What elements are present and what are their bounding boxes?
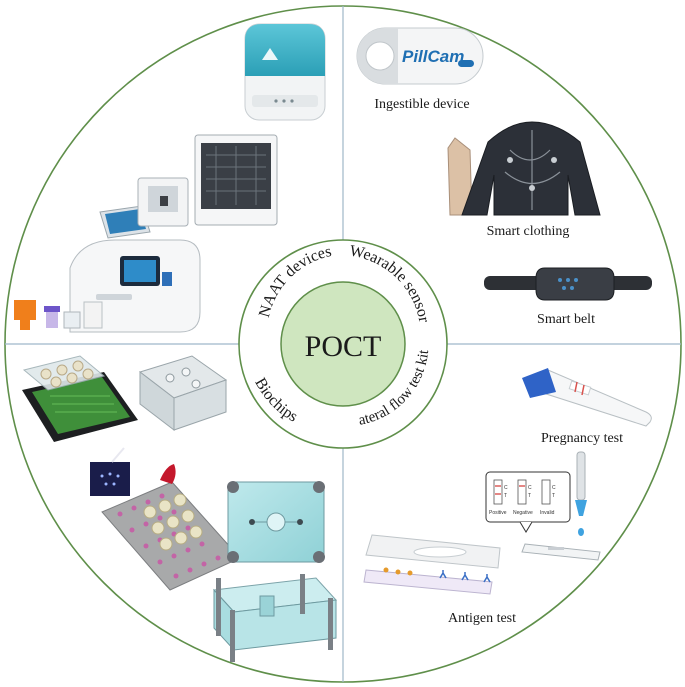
mark-negative: Negative xyxy=(513,510,533,516)
pillcam-brand: PillCam xyxy=(402,47,464,66)
smart-belt xyxy=(484,267,652,301)
mark-c-2: C xyxy=(528,485,532,491)
biochip-fluorescence-inset xyxy=(90,447,130,496)
antigen-result-card: C T C T C T Positive Negative Invalid xyxy=(485,471,571,533)
example-belt: Smart belt xyxy=(537,312,595,327)
smart-clothing-shirt xyxy=(447,121,601,216)
biochip-microarray-plate xyxy=(101,464,241,591)
center-label: POCT xyxy=(305,330,382,363)
mark-positive: Positive xyxy=(489,510,507,516)
naat-device-benchtop xyxy=(137,177,189,227)
example-clothing: Smart clothing xyxy=(487,224,570,239)
mark-t-3: T xyxy=(552,493,555,499)
center-circle xyxy=(280,281,406,407)
naat-device-cabinet xyxy=(194,134,278,226)
naat-cartridges xyxy=(14,300,103,330)
mark-t-2: T xyxy=(528,493,531,499)
biochip-clear-block xyxy=(138,355,228,432)
mark-c-3: C xyxy=(552,485,556,491)
antigen-dropper xyxy=(575,451,587,536)
mark-invalid: Invalid xyxy=(540,510,555,516)
microfluidic-chip-3d xyxy=(212,574,338,662)
biochip-green-array xyxy=(22,355,138,442)
example-antigen: Antigen test xyxy=(448,611,516,626)
antigen-strip-diagram xyxy=(363,534,501,595)
mark-c-1: C xyxy=(504,485,508,491)
pillcam-capsule: PillCam xyxy=(356,27,484,85)
naat-device-portable xyxy=(244,23,326,121)
example-pregnancy: Pregnancy test xyxy=(541,431,623,446)
example-ingestible: Ingestible device xyxy=(374,97,469,112)
antigen-cassette xyxy=(521,543,601,561)
pregnancy-test-stick xyxy=(522,368,652,427)
microfluidic-chip-top xyxy=(227,481,325,563)
mark-t-1: T xyxy=(504,493,507,499)
